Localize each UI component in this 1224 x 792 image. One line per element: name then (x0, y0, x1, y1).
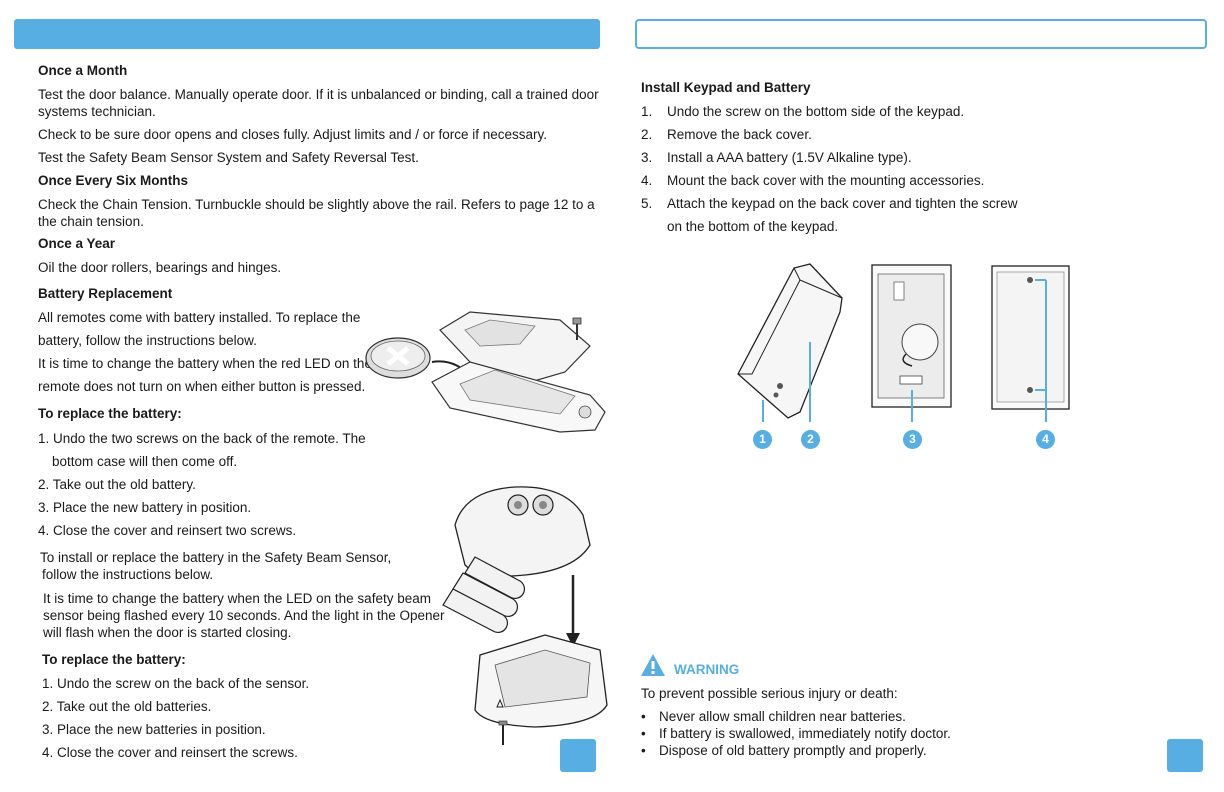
sensor-led-line: sensor being flashed every 10 seconds. A… (43, 608, 445, 623)
paragraph: It is time to change the battery when th… (38, 356, 372, 371)
paragraph: remote does not turn on when either butt… (38, 379, 366, 394)
step: 4. Close the cover and reinsert the scre… (42, 745, 298, 760)
warning-bullet: •Dispose of old battery promptly and pro… (641, 743, 927, 758)
paragraph: Oil the door rollers, bearings and hinge… (38, 260, 282, 275)
keypad-step: 4.Mount the back cover with the mounting… (641, 173, 985, 188)
section-title-once-a-month: Once a Month (38, 63, 128, 78)
sensor-led-line: will flash when the door is started clos… (43, 625, 292, 640)
sensor-led-line: It is time to change the battery when th… (43, 591, 431, 606)
remote-battery-illustration (365, 311, 606, 433)
keypad-step: 3.Install a AAA battery (1.5V Alkaline t… (641, 150, 912, 165)
callout-3: 3 (903, 430, 922, 449)
step: 1. Undo the two screws on the back of th… (38, 431, 366, 446)
screw-icon (572, 317, 582, 325)
sensor-battery-illustration (442, 486, 608, 745)
section-title-six-months: Once Every Six Months (38, 173, 189, 188)
warning-bullet: •Never allow small children near batteri… (641, 709, 906, 724)
keypad-side-view (737, 263, 843, 419)
warning-icon (641, 654, 665, 676)
section-title-battery-replacement: Battery Replacement (38, 286, 173, 301)
page-number-box-right (1167, 739, 1203, 772)
keypad-step-continued: on the bottom of the keypad. (667, 219, 839, 234)
sensor-replace-title: To replace the battery: (42, 652, 186, 667)
page-number-box-left (560, 739, 596, 772)
callout-4: 4 (1036, 430, 1055, 449)
right-header-bar (635, 19, 1207, 49)
section-title-once-a-year: Once a Year (38, 236, 116, 251)
keypad-illustration (737, 263, 1070, 422)
step: bottom case will then come off. (52, 454, 238, 469)
sensor-intro-line: follow the instructions below. (42, 567, 214, 582)
remote-replace-title: To replace the battery: (38, 406, 182, 421)
keypad-step: 5.Attach the keypad on the back cover an… (641, 196, 1018, 211)
paragraph: Test the Safety Beam Sensor System and S… (38, 150, 419, 165)
warning-intro: To prevent possible serious injury or de… (641, 686, 898, 701)
keypad-title: Install Keypad and Battery (641, 80, 811, 95)
sensor-intro-line: To install or replace the battery in the… (40, 550, 392, 565)
step: 1. Undo the screw on the back of the sen… (42, 676, 310, 691)
callout-2: 2 (801, 430, 820, 449)
paragraph: Check the Chain Tension. Turnbuckle shou… (38, 197, 595, 212)
aa-batteries-icon (442, 556, 526, 634)
step: 3. Place the new batteries in position. (42, 722, 266, 737)
warning-bullet: •If battery is swallowed, immediately no… (641, 726, 951, 741)
paragraph: the chain tension. (38, 214, 144, 229)
keypad-step: 1.Undo the screw on the bottom side of t… (641, 104, 965, 119)
step: 3. Place the new battery in position. (38, 500, 252, 515)
paragraph: battery, follow the instructions below. (38, 333, 257, 348)
step: 2. Take out the old battery. (38, 477, 196, 492)
step: 4. Close the cover and reinsert two scre… (38, 523, 297, 538)
step: 2. Take out the old batteries. (42, 699, 212, 714)
paragraph: Check to be sure door opens and closes f… (38, 127, 547, 142)
paragraph: All remotes come with battery installed.… (38, 310, 361, 325)
keypad-step: 2.Remove the back cover. (641, 127, 812, 142)
paragraph: Test the door balance. Manually operate … (38, 87, 599, 102)
callout-1: 1 (753, 430, 772, 449)
paragraph: systems technician. (38, 104, 156, 119)
warning-title: WARNING (674, 662, 740, 677)
left-header-bar (14, 19, 600, 49)
